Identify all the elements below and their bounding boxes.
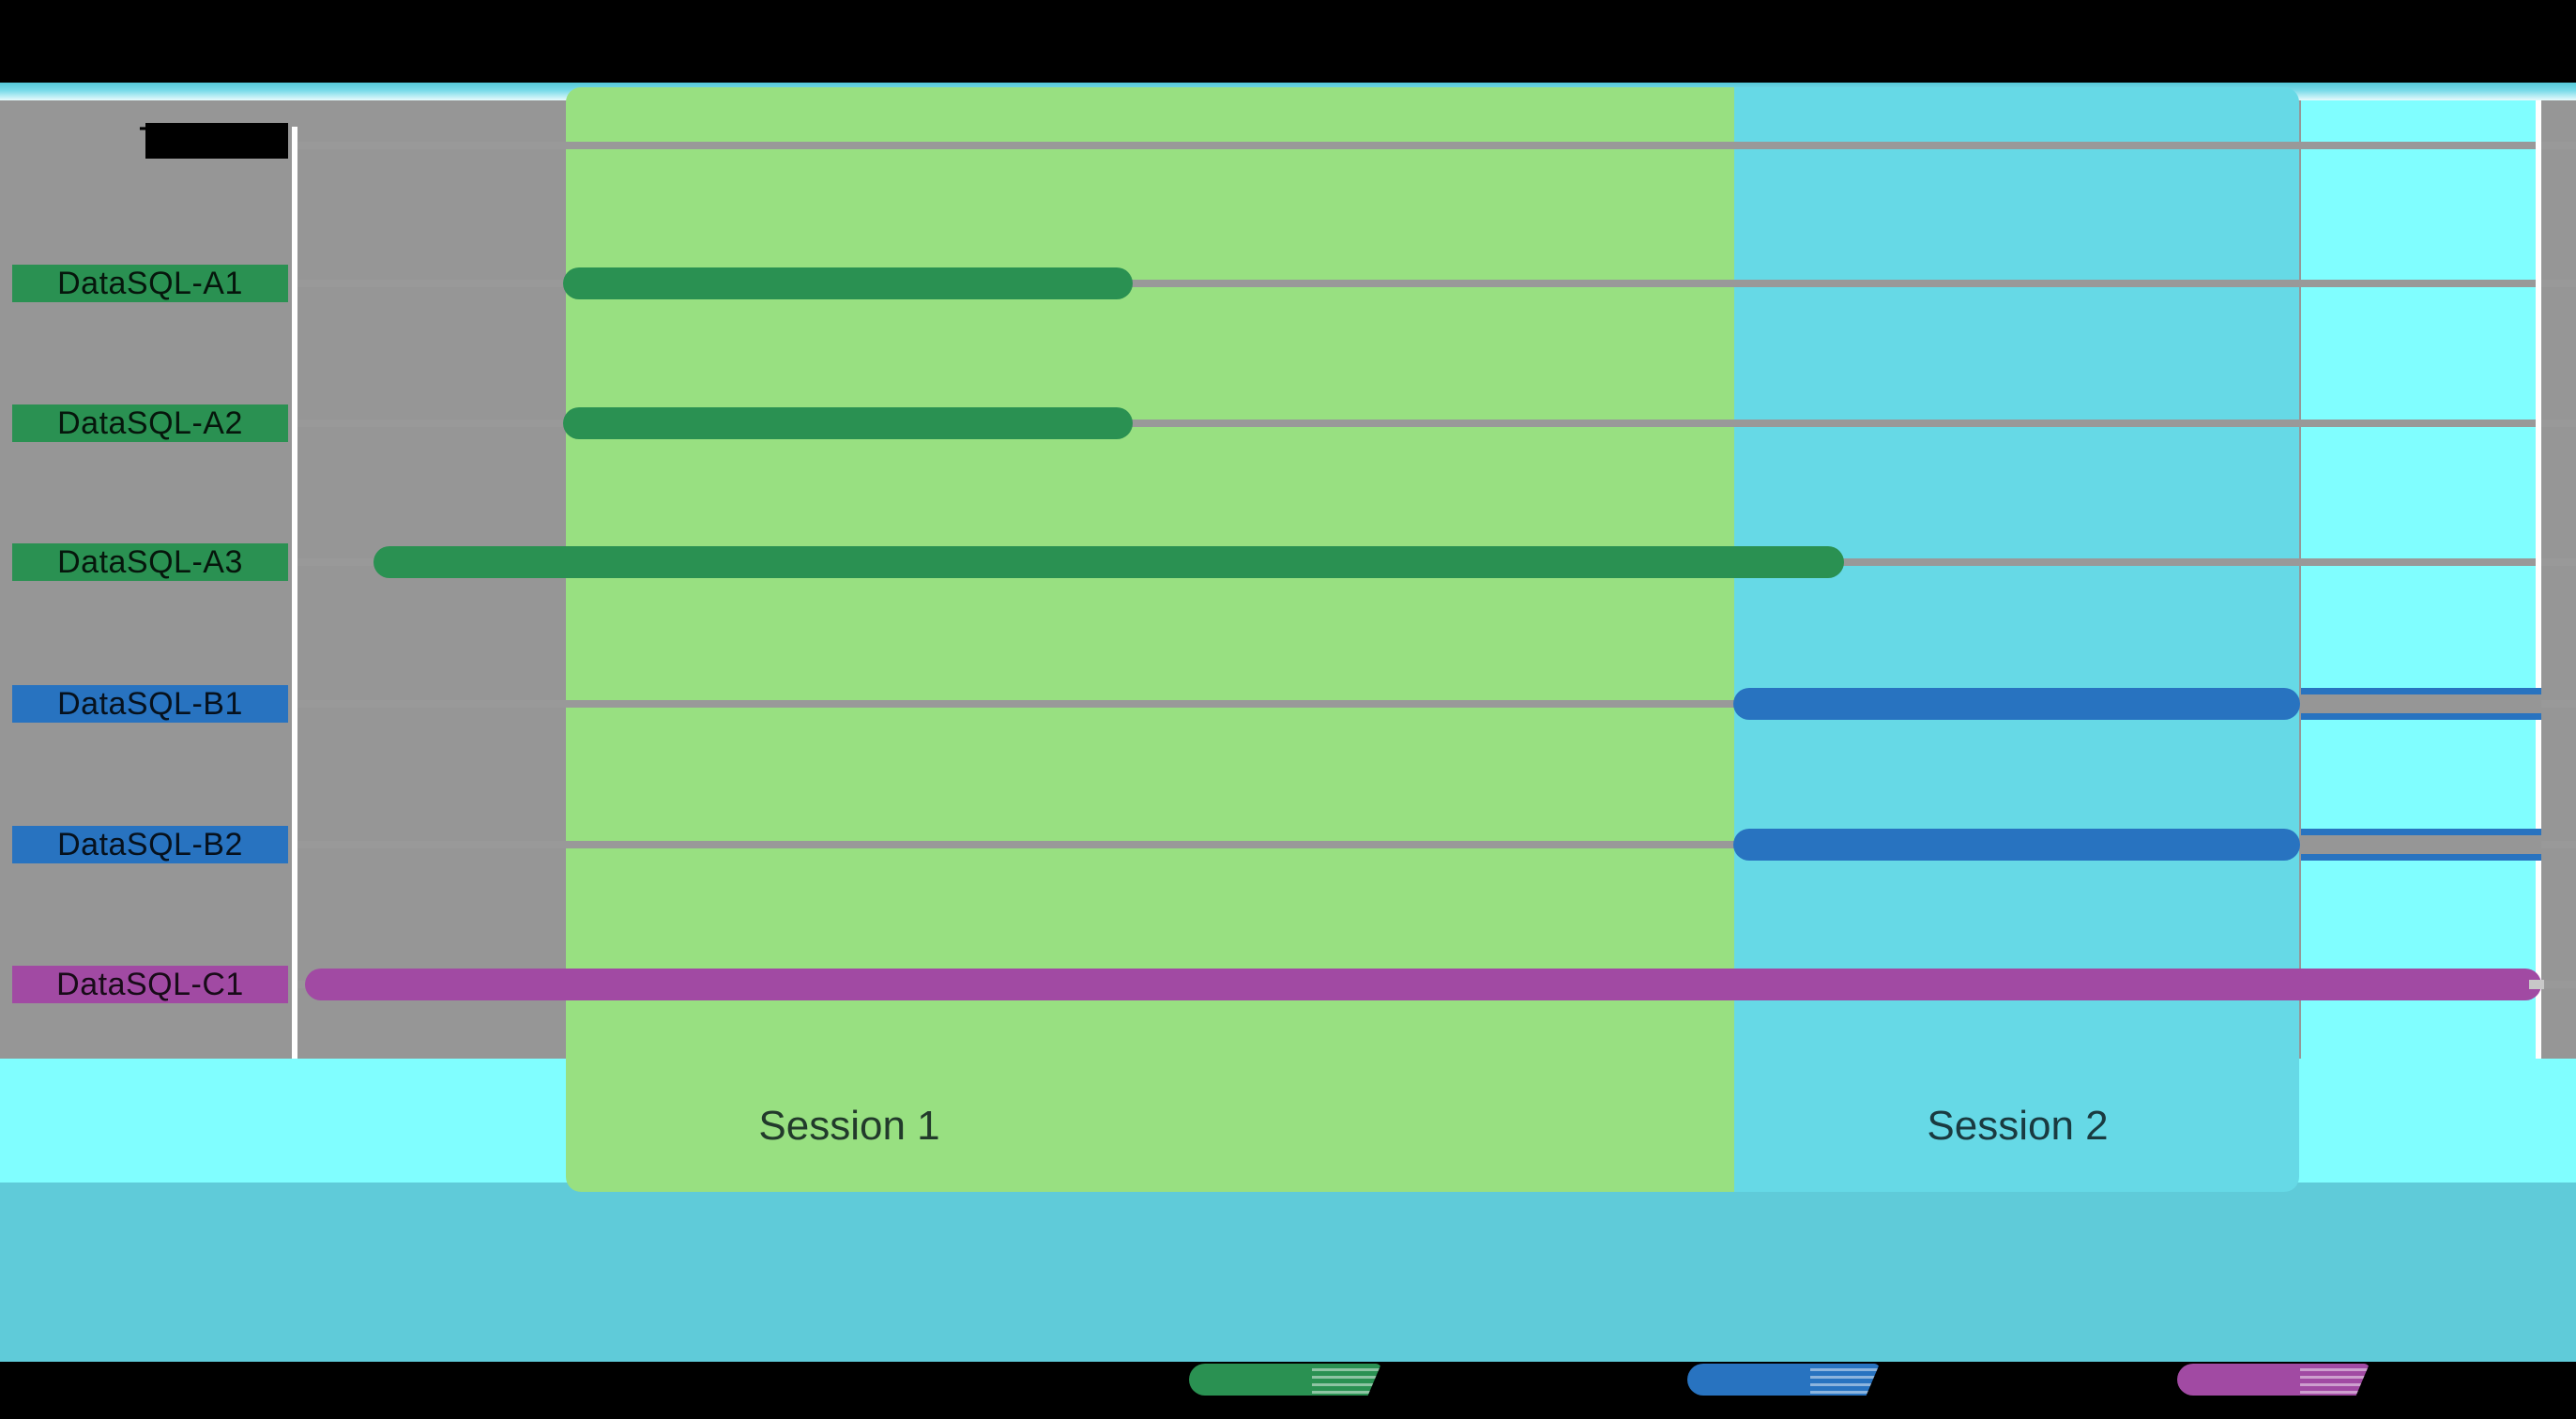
bar-end-artifact — [2529, 980, 2544, 989]
gantt-bar-DataSQL-A1[interactable] — [563, 267, 1133, 299]
gantt-bar-DataSQL-A2[interactable] — [563, 407, 1133, 439]
bar-tail-core — [2301, 835, 2541, 854]
gantt-bar-DataSQL-B1[interactable] — [1733, 688, 2300, 720]
session-label-2: Session 2 — [1927, 1103, 2109, 1149]
task-row-label-text: DataSQL-C1 — [56, 966, 244, 1002]
right-column-separator — [2536, 100, 2541, 1059]
bottom-teal-band — [0, 1182, 2576, 1362]
gantt-bar-DataSQL-C1[interactable] — [305, 969, 2541, 1000]
gantt-bar-DataSQL-B2[interactable] — [1733, 829, 2300, 861]
redaction-box — [145, 123, 288, 159]
bar-tail-core — [2301, 694, 2541, 713]
gridline — [292, 841, 2576, 848]
task-row-label-DataSQL-B2: DataSQL-B2 — [12, 826, 288, 863]
session-label-1: Session 1 — [758, 1103, 940, 1149]
task-row-label-DataSQL-A3: DataSQL-A3 — [12, 543, 288, 581]
task-row-label-text: DataSQL-B2 — [57, 826, 243, 862]
task-row-label-text: DataSQL-A2 — [57, 404, 243, 441]
gantt-bar-tail-DataSQL-B1 — [2301, 688, 2541, 720]
legend-marker-streaks — [1312, 1364, 1381, 1396]
gantt-bar-tail-DataSQL-B2 — [2301, 829, 2541, 861]
top-black-bar — [0, 0, 2576, 83]
gridline — [292, 142, 2576, 149]
legend-marker-series-C[interactable] — [2177, 1364, 2370, 1396]
task-row-label-DataSQL-C1: DataSQL-C1 — [12, 966, 288, 1003]
right-highlight-column — [2301, 100, 2536, 1182]
legend-marker-series-A[interactable] — [1189, 1364, 1381, 1396]
legend-marker-series-B[interactable] — [1687, 1364, 1880, 1396]
task-row-label-DataSQL-A2: DataSQL-A2 — [12, 404, 288, 442]
gridline — [292, 280, 2576, 287]
task-row-label-text: DataSQL-A3 — [57, 543, 243, 580]
task-row-label-DataSQL-B1: DataSQL-B1 — [12, 685, 288, 723]
task-row-label-text: DataSQL-B1 — [57, 685, 243, 722]
session-band-2 — [1734, 87, 2299, 1192]
gridline — [292, 420, 2576, 427]
gridline — [292, 700, 2576, 708]
y-axis-line — [292, 127, 297, 1059]
session-band-1 — [566, 87, 1734, 1192]
legend-marker-streaks — [1810, 1364, 1880, 1396]
legend-marker-streaks — [2300, 1364, 2370, 1396]
gantt-bar-DataSQL-A3[interactable] — [373, 546, 1844, 578]
task-row-label-DataSQL-A1: DataSQL-A1 — [12, 265, 288, 302]
task-row-label-text: DataSQL-A1 — [57, 265, 243, 301]
